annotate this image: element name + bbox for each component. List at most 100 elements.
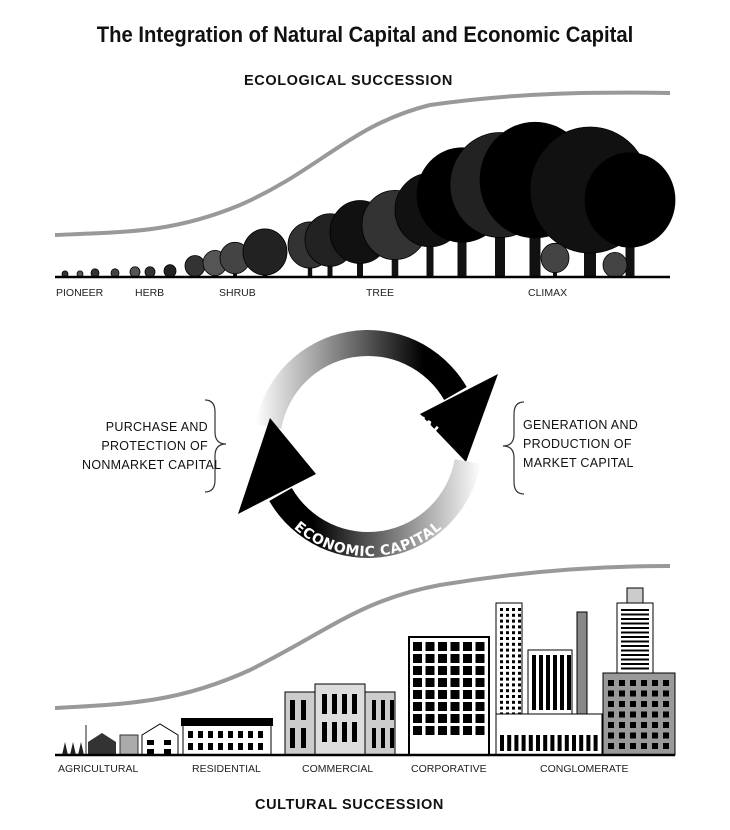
city-illustration — [62, 587, 676, 756]
window — [506, 619, 509, 623]
window — [198, 743, 203, 750]
window — [463, 702, 472, 711]
window — [164, 749, 171, 754]
window — [475, 666, 485, 675]
window — [518, 695, 521, 698]
window — [413, 702, 422, 711]
left-annotation-line: NONMARKET CAPITAL — [82, 458, 222, 472]
window — [500, 619, 503, 623]
row-houses-roof — [181, 718, 273, 726]
window — [663, 690, 669, 697]
window — [512, 619, 515, 623]
window — [258, 743, 263, 750]
window — [463, 642, 472, 651]
window — [663, 732, 669, 739]
window — [518, 625, 521, 629]
window — [543, 735, 548, 751]
window — [521, 735, 526, 751]
small-tree — [62, 742, 68, 755]
window — [352, 694, 357, 714]
window — [608, 743, 614, 749]
window — [512, 613, 515, 617]
window — [572, 735, 576, 751]
window — [425, 714, 435, 723]
window — [514, 735, 519, 751]
window — [608, 680, 614, 686]
window — [147, 740, 154, 745]
window — [518, 619, 521, 623]
window — [518, 677, 521, 681]
left-annotation-line: PURCHASE AND — [105, 420, 208, 434]
window — [641, 732, 647, 739]
window — [512, 654, 515, 658]
window — [663, 701, 669, 707]
window — [512, 683, 515, 687]
window — [475, 714, 485, 723]
window — [381, 700, 385, 720]
window — [621, 654, 649, 656]
window — [342, 722, 347, 742]
window — [228, 743, 233, 750]
window — [438, 690, 447, 699]
window — [512, 608, 515, 611]
window — [413, 654, 422, 663]
window — [463, 666, 472, 675]
window — [621, 627, 649, 629]
window — [608, 722, 614, 728]
window — [425, 690, 435, 699]
window — [621, 613, 649, 616]
window — [301, 700, 306, 720]
window — [413, 642, 422, 651]
window — [518, 660, 521, 664]
tree-crown — [144, 266, 156, 278]
window — [381, 728, 385, 748]
window — [567, 655, 571, 710]
tree-crown — [584, 152, 676, 248]
window — [500, 631, 503, 635]
window — [512, 631, 515, 635]
stage-label-herb: HERB — [135, 287, 165, 299]
window — [536, 735, 540, 751]
window — [500, 613, 503, 617]
window — [619, 690, 625, 697]
window — [652, 711, 658, 718]
window — [475, 678, 485, 687]
window — [322, 694, 327, 714]
window — [450, 642, 460, 651]
window — [621, 640, 649, 643]
window — [512, 637, 515, 640]
window — [500, 677, 503, 681]
tree-crown — [184, 255, 206, 277]
window — [500, 706, 503, 710]
window — [322, 722, 327, 742]
window — [621, 649, 649, 652]
tree-crown — [540, 242, 570, 274]
window — [301, 728, 306, 748]
window — [560, 655, 564, 710]
window — [438, 714, 447, 723]
economic-capital-arrow — [238, 418, 481, 559]
ecological-growth-curve — [54, 90, 671, 237]
window — [641, 743, 647, 749]
small-tree — [78, 742, 84, 755]
window — [506, 700, 509, 704]
cultural-growth-curve — [54, 564, 671, 710]
window — [608, 701, 614, 707]
window — [619, 701, 625, 707]
tree-crown — [129, 266, 141, 278]
conglomerate-base — [495, 713, 603, 756]
window — [147, 749, 154, 754]
window — [512, 648, 515, 652]
window — [539, 655, 543, 710]
window — [608, 732, 614, 739]
window — [500, 695, 503, 698]
window — [413, 678, 422, 687]
window — [641, 701, 647, 707]
window — [258, 731, 263, 738]
window — [518, 671, 521, 675]
window — [475, 642, 485, 651]
left-brace — [204, 399, 227, 493]
window — [475, 690, 485, 699]
